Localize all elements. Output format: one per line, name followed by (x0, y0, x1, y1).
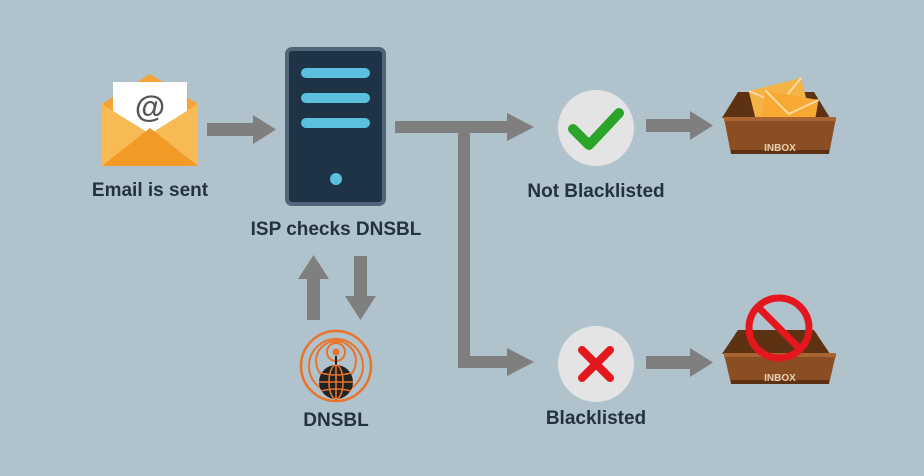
label-email-sent: Email is sent (91, 180, 209, 201)
connector-branch (395, 113, 534, 376)
envelope-at-icon: @ (102, 74, 198, 166)
checkmark-icon (558, 90, 634, 166)
server-icon (285, 47, 386, 206)
at-symbol: @ (135, 89, 165, 124)
arrow-isp-to-dnsbl (345, 256, 376, 320)
arrow-ok-to-inbox (646, 111, 713, 140)
no-entry-icon (745, 294, 813, 362)
arrow-dnsbl-to-isp (298, 255, 329, 320)
inbox-tray-icon: INBOX (722, 77, 836, 154)
globe-signal-icon (299, 329, 373, 403)
label-dnsbl: DNSBL (303, 410, 369, 431)
x-icon (558, 326, 634, 402)
inbox-label-blocked: INBOX (764, 373, 796, 384)
arrow-email-to-isp (207, 115, 276, 144)
inbox-label-ok: INBOX (764, 143, 796, 154)
label-blacklisted: Blacklisted (545, 408, 647, 429)
arrow-fail-to-inbox (646, 348, 713, 377)
label-isp-checks: ISP checks DNSBL (250, 219, 422, 240)
label-not-blacklisted: Not Blacklisted (527, 181, 665, 202)
